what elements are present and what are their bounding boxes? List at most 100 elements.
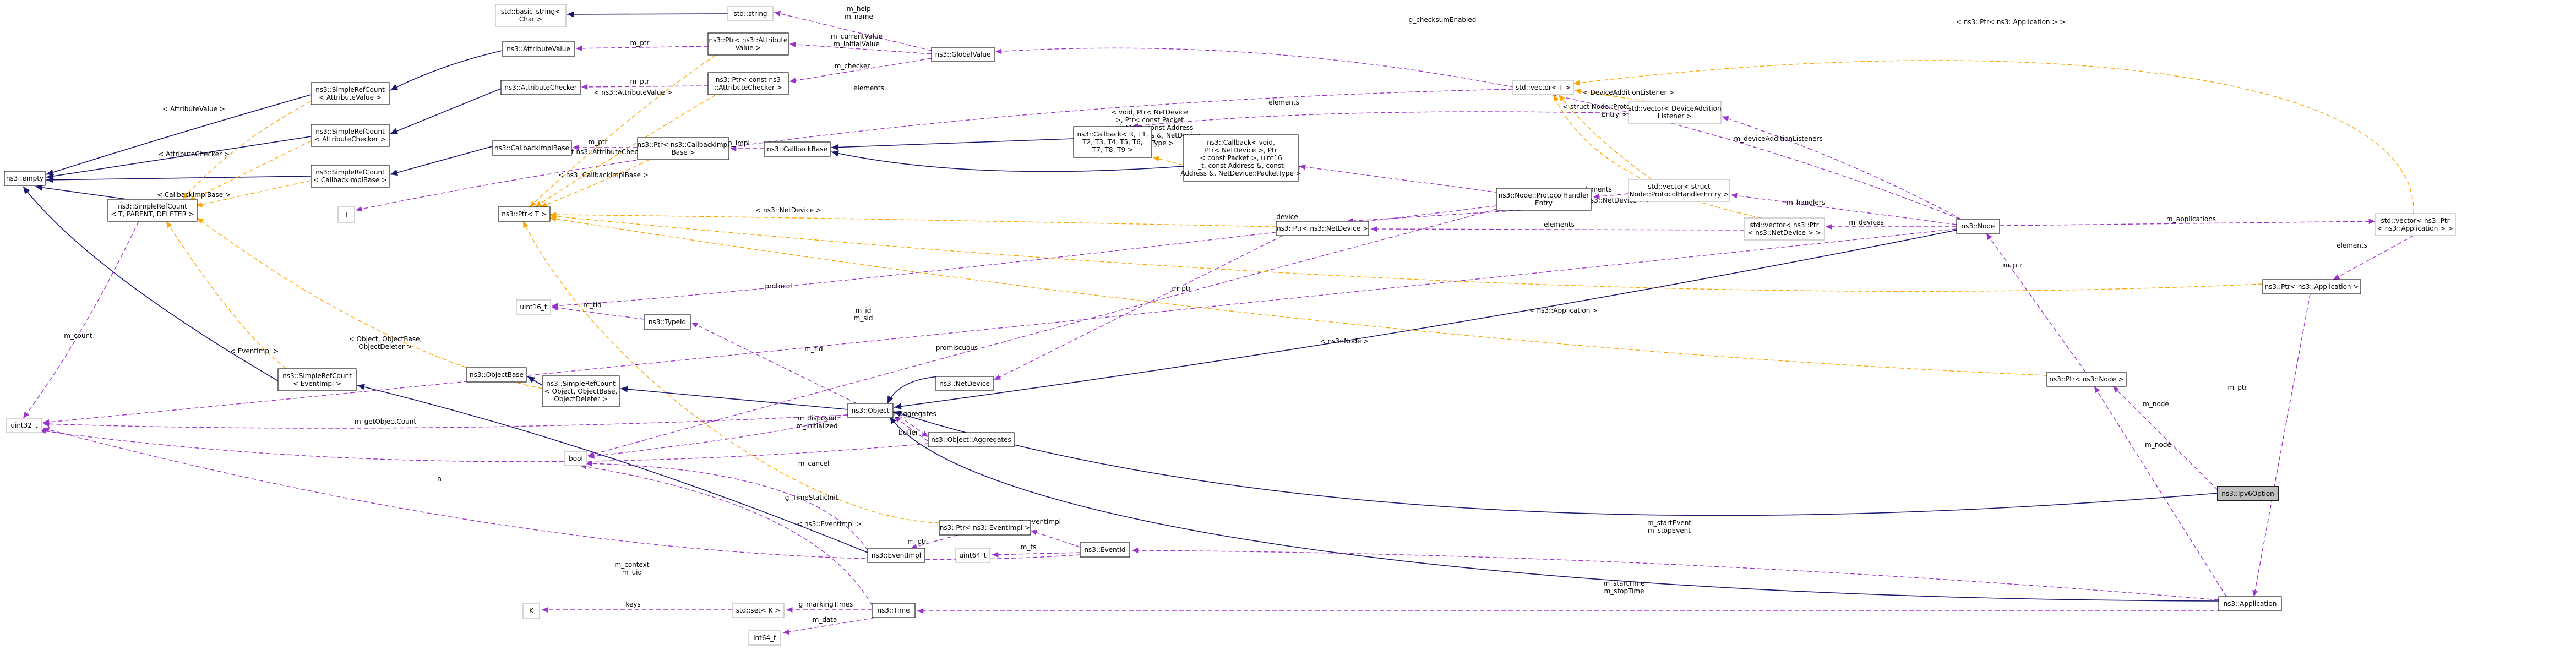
class-node-box-ptrCbImpl[interactable]: [637, 137, 729, 160]
class-node-box-cbBase[interactable]: [764, 141, 831, 157]
class-node-box-ptrApp[interactable]: [2262, 279, 2361, 294]
class-node-box-application[interactable]: [2218, 596, 2282, 611]
class-node-ns3-object-aggregates[interactable]: ns3::Object::Aggregates: [928, 432, 1015, 447]
class-node-ns3-object[interactable]: ns3::Object: [847, 403, 894, 418]
class-node-std-vector-ns3-ptr-ns3-netdevice[interactable]: std::vector< ns3::Ptr< ns3::NetDevice > …: [1744, 217, 1825, 241]
class-node-box-eventImpl[interactable]: [867, 548, 925, 563]
class-node-box-ptrEventImpl[interactable]: [939, 520, 1031, 536]
class-node-t[interactable]: T: [337, 206, 355, 223]
class-node-box-empty[interactable]: [4, 171, 46, 186]
class-node-ns3-ipv6option[interactable]: ns3::Ipv6Option: [2217, 486, 2279, 501]
class-node-ns3-simplerefcount-object-objectbase-objectdeleter[interactable]: ns3::SimpleRefCount< Object, ObjectBase,…: [542, 375, 620, 407]
class-node-box-vecPtrApp[interactable]: [2375, 213, 2456, 236]
class-node-box-vecPHE[interactable]: [1628, 179, 1730, 202]
class-node-box-globalValue[interactable]: [931, 47, 995, 62]
class-node-ns3-callbackbase[interactable]: ns3::CallbackBase: [764, 141, 831, 157]
class-node-box-ptrNode[interactable]: [2046, 372, 2127, 387]
class-node-box-setK[interactable]: [732, 603, 785, 618]
class-node-std-vector-ns3-ptr-ns3-application[interactable]: std::vector< ns3::Ptr< ns3::Application …: [2375, 213, 2456, 236]
class-node-ns3-callback-void-ptr-netdevice-ptr-const-packet-uint16-t-const-address-const-address-netdevice-packettype[interactable]: ns3::Callback< void,Ptr< NetDevice >, Pt…: [1180, 134, 1301, 182]
class-node-bool[interactable]: bool: [564, 451, 587, 466]
class-node-box-uint64[interactable]: [955, 548, 990, 563]
class-node-ns3-ptr-ns3-node[interactable]: ns3::Ptr< ns3::Node >: [2046, 372, 2127, 387]
class-node-box-cbImplBase[interactable]: [492, 140, 572, 156]
class-node-ns3-eventimpl[interactable]: ns3::EventImpl: [867, 548, 925, 563]
class-node-box-object[interactable]: [847, 403, 894, 418]
class-node-box-vecDAL[interactable]: [1628, 101, 1722, 124]
class-node-ns3-application[interactable]: ns3::Application: [2218, 596, 2282, 611]
class-node-box-callbackRT[interactable]: [1073, 126, 1152, 158]
class-node-ns3-netdevice[interactable]: ns3::NetDevice: [935, 376, 994, 391]
class-node-box-bool[interactable]: [564, 451, 587, 466]
class-node-box-callbackVoid[interactable]: [1183, 134, 1299, 182]
class-node-ns3-callback-r-t1-t2-t3-t4-t5-t6-t7-t8-t9[interactable]: ns3::Callback< R, T1,T2, T3, T4, T5, T6,…: [1073, 126, 1152, 158]
class-node-box-uint16[interactable]: [516, 299, 551, 315]
class-node-box-srcObj[interactable]: [542, 375, 620, 407]
class-node-ns3-globalvalue[interactable]: ns3::GlobalValue: [931, 47, 995, 62]
class-node-ns3-empty[interactable]: ns3::empty: [4, 171, 46, 186]
class-node-std-basic-string-char[interactable]: std::basic_string<Char >: [495, 4, 567, 27]
class-node-box-ptrNetDevice[interactable]: [1276, 221, 1369, 236]
class-node-box-T[interactable]: [337, 206, 355, 223]
class-node-ns3-node[interactable]: ns3::Node: [1956, 219, 2000, 234]
class-node-box-srcEventImpl[interactable]: [277, 368, 357, 391]
class-node-box-basicString[interactable]: [495, 4, 567, 27]
class-node-box-objectBase[interactable]: [466, 367, 527, 383]
class-node-ns3-simplerefcount-attributechecker[interactable]: ns3::SimpleRefCount< AttributeChecker >: [311, 124, 390, 147]
class-node-ns3-simplerefcount-eventimpl[interactable]: ns3::SimpleRefCount< EventImpl >: [277, 368, 357, 391]
class-node-box-attrValue[interactable]: [502, 41, 575, 57]
class-node-box-srcAttrChk[interactable]: [311, 124, 390, 147]
class-node-box-ptrT[interactable]: [498, 206, 551, 222]
class-node-box-ipv6Option[interactable]: [2217, 486, 2279, 501]
class-node-ns3-ptr-t[interactable]: ns3::Ptr< T >: [498, 206, 551, 222]
class-node-ns3-typeid[interactable]: ns3::TypeId: [644, 314, 691, 330]
class-node-box-srcAttrVal[interactable]: [311, 82, 390, 105]
class-node-box-attrChecker[interactable]: [500, 80, 581, 95]
class-node-box-ptrConstChk[interactable]: [707, 72, 789, 95]
class-node-box-ptrAttrVal[interactable]: [707, 32, 789, 56]
class-node-ns3-ptr-const-ns3-attributechecker[interactable]: ns3::Ptr< const ns3::AttributeChecker >: [707, 72, 789, 95]
class-node-box-uint32[interactable]: [6, 418, 42, 433]
class-node-ns3-callbackimplbase[interactable]: ns3::CallbackImplBase: [492, 140, 572, 156]
class-node-std-set-k[interactable]: std::set< K >: [732, 603, 785, 618]
class-node-ns3-simplerefcount-callbackimplbase[interactable]: ns3::SimpleRefCount< CallbackImplBase >: [311, 165, 390, 188]
class-node-std-string[interactable]: std::string: [727, 6, 774, 21]
class-node-box-vecPtrND[interactable]: [1744, 217, 1825, 241]
class-node-uint32-t[interactable]: uint32_t: [6, 418, 42, 433]
class-node-ns3-ptr-ns3-netdevice[interactable]: ns3::Ptr< ns3::NetDevice >: [1276, 221, 1369, 236]
class-node-ns3-ptr-ns3-application[interactable]: ns3::Ptr< ns3::Application >: [2262, 279, 2361, 294]
class-node-k[interactable]: K: [522, 603, 540, 619]
class-node-ns3-attributevalue[interactable]: ns3::AttributeValue: [502, 41, 575, 57]
edge-ptrConstChk-to-ptrT: [535, 94, 716, 207]
class-node-box-srcTPD[interactable]: [107, 199, 198, 222]
class-node-box-node[interactable]: [1956, 219, 2000, 234]
class-node-box-int64[interactable]: [748, 630, 781, 646]
class-node-box-stdString[interactable]: [727, 6, 774, 21]
class-node-box-aggregates[interactable]: [928, 432, 1015, 447]
class-node-ns3-attributechecker[interactable]: ns3::AttributeChecker: [500, 80, 581, 95]
class-node-ns3-simplerefcount-attributevalue[interactable]: ns3::SimpleRefCount< AttributeValue >: [311, 82, 390, 105]
class-node-ns3-time[interactable]: ns3::Time: [872, 603, 916, 618]
class-node-box-typeId[interactable]: [644, 314, 691, 330]
class-node-ns3-ptr-ns3-eventimpl[interactable]: ns3::Ptr< ns3::EventImpl >: [939, 520, 1031, 536]
class-node-ns3-simplerefcount-t-parent-deleter[interactable]: ns3::SimpleRefCount< T, PARENT, DELETER …: [107, 199, 198, 222]
class-node-box-K[interactable]: [522, 603, 540, 619]
class-node-box-srcCbImpl[interactable]: [311, 165, 390, 188]
class-node-ns3-objectbase[interactable]: ns3::ObjectBase: [466, 367, 527, 383]
class-node-box-eventId[interactable]: [1080, 542, 1130, 558]
class-node-box-netDevice[interactable]: [935, 376, 994, 391]
class-node-int64-t[interactable]: int64_t: [748, 630, 781, 646]
edge-eventImpl-to-srcEventImpl: [357, 384, 868, 553]
class-node-uint64-t[interactable]: uint64_t: [955, 548, 990, 563]
class-node-ns3-eventid[interactable]: ns3::EventId: [1080, 542, 1130, 558]
class-node-uint16-t[interactable]: uint16_t: [516, 299, 551, 315]
class-node-box-vecT[interactable]: [1512, 80, 1574, 95]
class-node-box-time[interactable]: [872, 603, 916, 618]
class-node-box-phe[interactable]: [1496, 188, 1592, 211]
class-node-std-vector-t[interactable]: std::vector< T >: [1512, 80, 1574, 95]
